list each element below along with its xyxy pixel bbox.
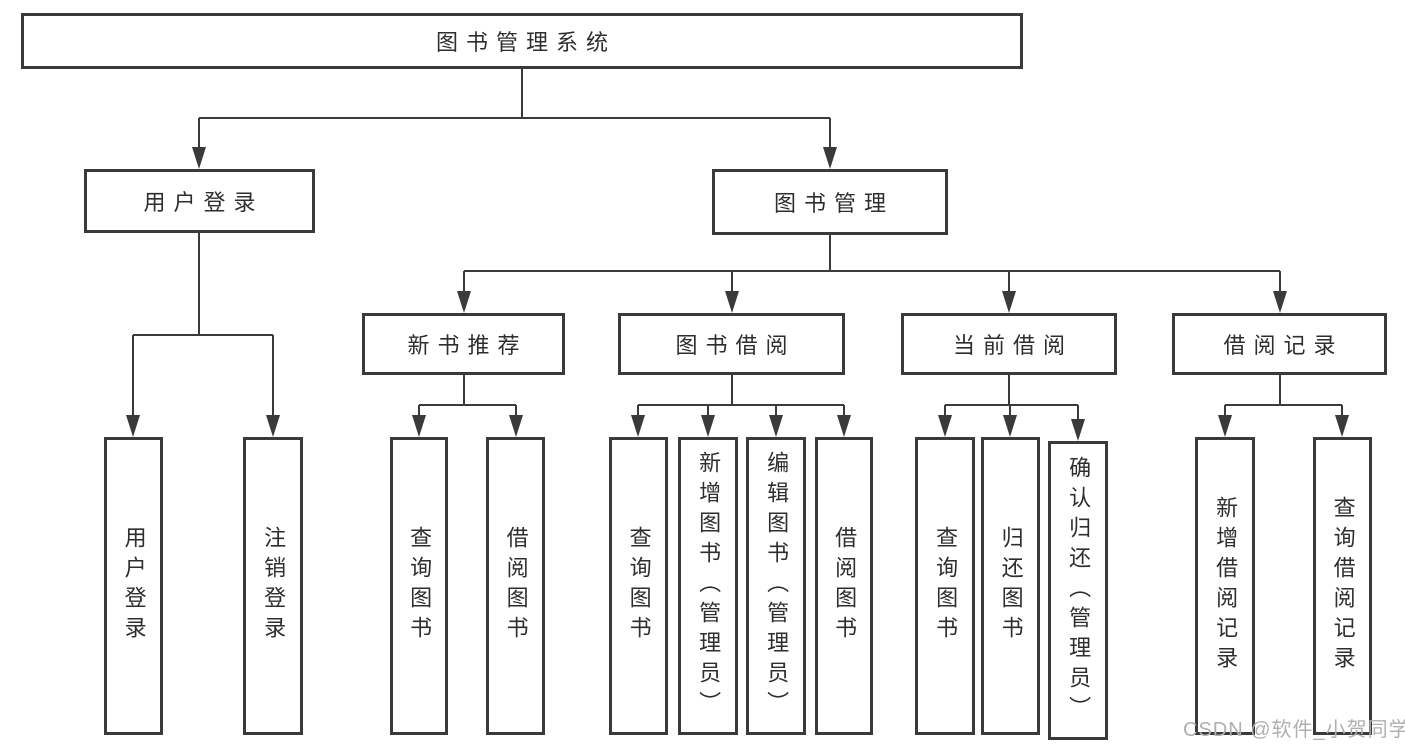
- leaf-return-books: 归还图书: [981, 437, 1040, 735]
- leaf-label: 编辑图书（管理员）: [764, 451, 790, 721]
- leaf-confirm-return-admin: 确认归还（管理员）: [1048, 441, 1108, 740]
- node-current-borrowing: 当前借阅: [901, 313, 1117, 375]
- connector-borrowing-split: [637, 375, 845, 418]
- connector-book-management-split: [463, 235, 1281, 294]
- leaf-label: 新增图书（管理员）: [696, 451, 722, 721]
- arrow-icon: [1335, 415, 1349, 437]
- leaf-label: 借阅图书: [503, 526, 529, 646]
- node-label: 当前借阅: [952, 333, 1073, 358]
- leaf-edit-book-admin: 编辑图书（管理员）: [746, 437, 806, 735]
- arrow-icon: [1273, 291, 1287, 313]
- node-label: 新书推荐: [407, 333, 528, 358]
- node-borrowing-records: 借阅记录: [1172, 313, 1387, 375]
- arrow-icon: [1218, 415, 1232, 437]
- connector-records-split: [1224, 375, 1343, 418]
- connector-recommendation-split: [418, 375, 517, 418]
- arrow-icon: [823, 147, 837, 169]
- node-label: 图书管理: [773, 191, 894, 216]
- arrow-icon: [1071, 419, 1085, 441]
- leaf-label: 归还图书: [998, 526, 1024, 646]
- arrow-icon: [837, 415, 851, 437]
- csdn-watermark: CSDN @软件_小贺同学: [1183, 719, 1405, 741]
- node-label: 图书管理系统: [435, 30, 616, 55]
- leaf-borrow-books-recommendation: 借阅图书: [486, 437, 545, 735]
- arrow-icon: [701, 415, 715, 437]
- leaf-query-books-recommendation: 查询图书: [390, 437, 448, 735]
- node-label: 用户登录: [143, 190, 264, 215]
- leaf-label: 用户登录: [121, 526, 147, 646]
- leaf-label: 查询图书: [626, 526, 652, 646]
- arrow-icon: [126, 415, 140, 437]
- arrow-icon: [725, 291, 739, 313]
- leaf-add-book-admin: 新增图书（管理员）: [678, 437, 738, 735]
- leaf-label: 确认归还（管理员）: [1066, 455, 1092, 726]
- leaf-logout: 注销登录: [243, 437, 303, 735]
- arrow-icon: [192, 147, 206, 169]
- leaf-label: 查询借阅记录: [1330, 496, 1356, 676]
- leaf-label: 查询图书: [407, 526, 433, 646]
- leaf-add-borrow-record: 新增借阅记录: [1195, 437, 1255, 735]
- node-library-management-system: 图书管理系统: [21, 13, 1023, 69]
- node-book-management: 图书管理: [712, 169, 948, 235]
- arrow-icon: [266, 415, 280, 437]
- arrow-icon: [457, 291, 471, 313]
- leaf-query-books-current: 查询图书: [915, 437, 975, 735]
- arrow-icon: [938, 415, 952, 437]
- node-label: 图书借阅: [675, 333, 796, 358]
- leaf-borrow-books-borrowing: 借阅图书: [815, 437, 873, 735]
- connector-current-split: [944, 375, 1079, 422]
- leaf-label: 新增借阅记录: [1213, 496, 1239, 676]
- node-user-login: 用户登录: [84, 169, 315, 233]
- arrow-icon: [631, 415, 645, 437]
- leaf-label: 查询图书: [933, 526, 959, 646]
- leaf-query-books-borrowing: 查询图书: [609, 437, 668, 735]
- arrowheads: [126, 147, 1349, 441]
- arrow-icon: [1003, 415, 1017, 437]
- node-new-book-recommendation: 新书推荐: [362, 313, 565, 375]
- arrow-icon: [1002, 291, 1016, 313]
- connector-user-login-split: [132, 233, 274, 418]
- leaf-label: 注销登录: [261, 526, 287, 646]
- leaf-label: 借阅图书: [832, 526, 858, 646]
- arrow-icon: [769, 415, 783, 437]
- node-label: 借阅记录: [1223, 333, 1344, 358]
- node-book-borrowing: 图书借阅: [618, 313, 845, 375]
- connector-root-split: [198, 69, 831, 150]
- arrow-icon: [509, 415, 523, 437]
- arrow-icon: [412, 415, 426, 437]
- leaf-user-login: 用户登录: [104, 437, 163, 735]
- leaf-query-borrow-record: 查询借阅记录: [1313, 437, 1372, 735]
